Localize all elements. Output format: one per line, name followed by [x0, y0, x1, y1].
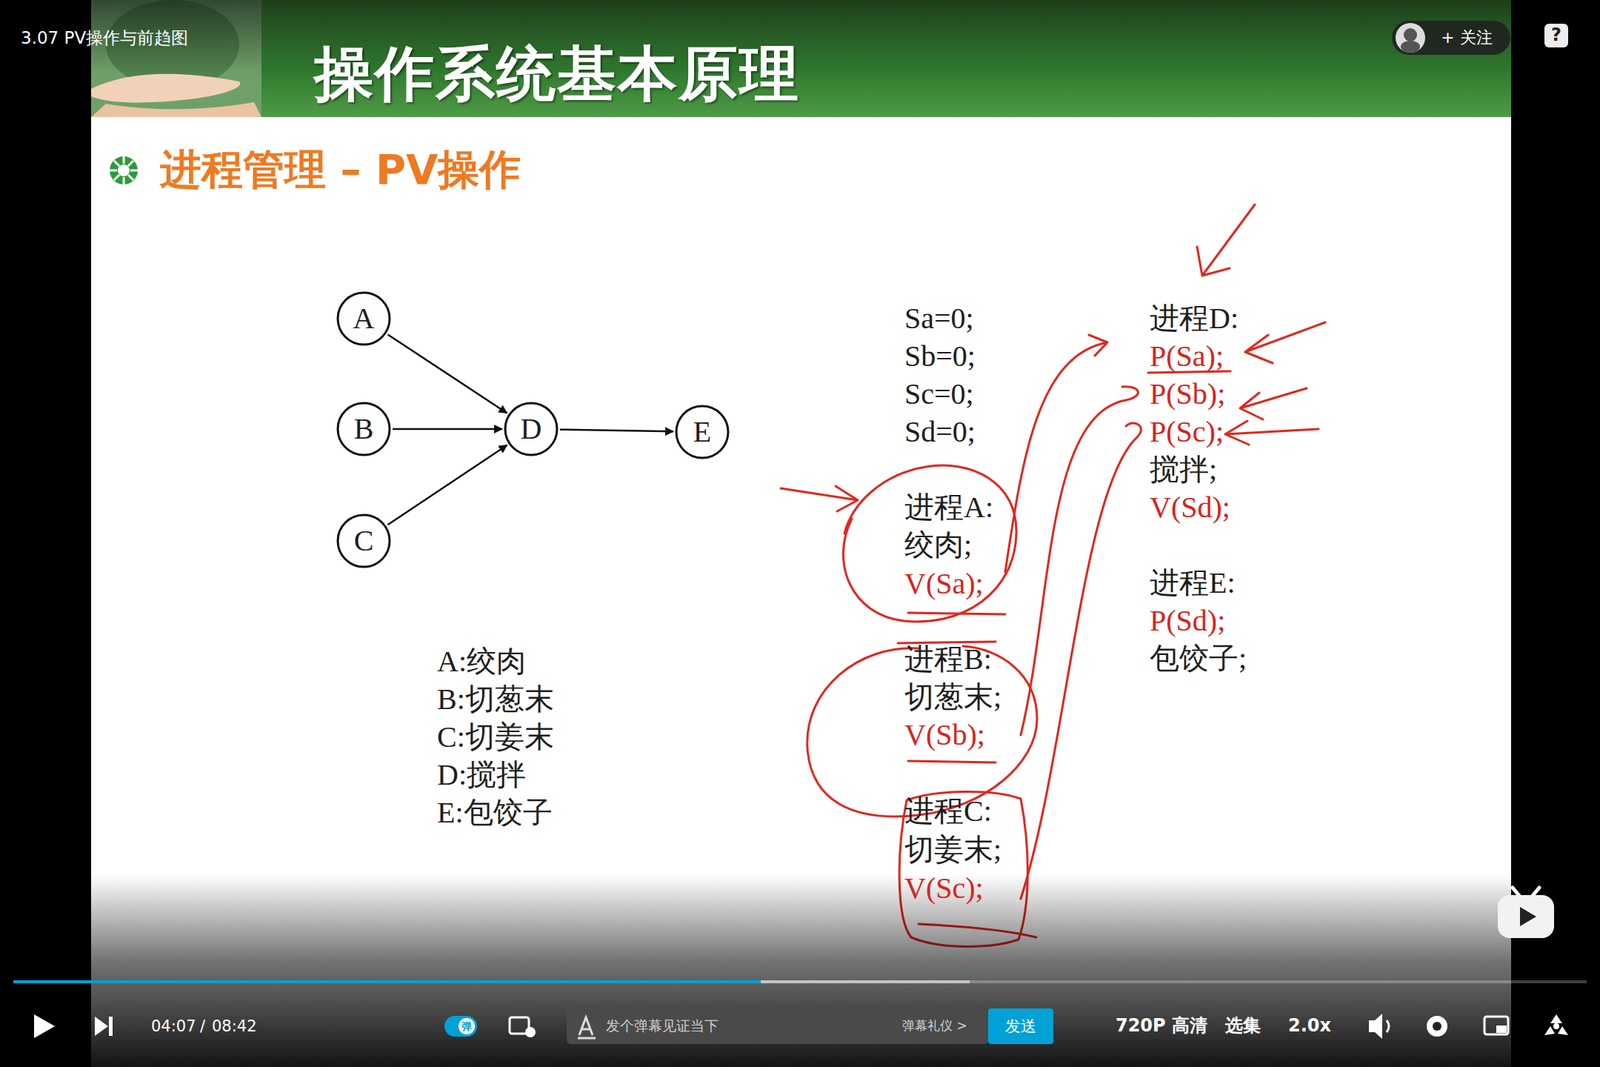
node-letter: E [693, 415, 712, 449]
v-operation: V(Sa); [904, 566, 984, 601]
process-step: 绞肉; [904, 528, 972, 563]
process-name: 进程E: [1149, 565, 1236, 600]
time-separator: / [200, 1017, 206, 1035]
process-circle: B [336, 401, 392, 457]
process-circle: A [336, 291, 392, 346]
help-icon: ? [1551, 25, 1562, 46]
v-operation: V(Sb); [904, 717, 986, 752]
legend-line: A:绞肉 [437, 644, 526, 679]
follow-button: + 关注 [1440, 28, 1492, 47]
node-letter: C [354, 524, 375, 558]
node-letter: B [354, 412, 375, 446]
top-shade [0, 0, 1600, 75]
heading-icon [107, 154, 140, 187]
process-name: 进程A: [904, 490, 994, 525]
progress-bar [0, 978, 1600, 985]
precedence-arrow [560, 429, 674, 432]
danmaku-placeholder: 发个弹幕见证当下 [605, 1017, 719, 1035]
process-name: 进程C: [904, 794, 992, 829]
slide-heading: 进程管理 – PV操作 [160, 145, 521, 194]
quality-button: 720P 高清 [1115, 1015, 1208, 1037]
node-letter: D [520, 412, 543, 446]
p-operation: P(Sb); [1149, 377, 1226, 412]
legend-line: C:切姜末 [437, 720, 555, 755]
process-name: 进程B: [904, 642, 992, 677]
process-circle: C [336, 513, 392, 569]
process-name: 进程D: [1149, 301, 1239, 336]
process-step: 搅拌; [1149, 452, 1218, 487]
precedence-arrow [388, 334, 508, 413]
precedence-arrow [387, 445, 507, 526]
precedence-arrow [392, 428, 503, 431]
legend-line: D:搅拌 [437, 757, 526, 792]
v-operation: V(Sc); [904, 871, 984, 906]
v-operation: V(Sd); [1149, 490, 1231, 525]
p-operation: P(Sc); [1149, 414, 1224, 449]
process-step: 切姜末; [904, 832, 1002, 867]
legend-line: E:包饺子 [437, 795, 553, 830]
semaphore-init: Sa=0; [904, 301, 975, 336]
process-circle: D [503, 401, 559, 457]
semaphore-init: Sc=0; [904, 377, 975, 412]
process-circle: E [674, 404, 730, 460]
danmaku-toggle: 弹 [461, 1020, 472, 1032]
total-time: 08:42 [211, 1017, 258, 1035]
semaphore-init: Sb=0; [904, 339, 976, 374]
speed-button: 2.0x [1288, 1015, 1332, 1037]
legend-line: B:切葱末 [437, 682, 555, 717]
video-title: 3.07 PV操作与前趋图 [20, 28, 189, 48]
semaphore-init: Sd=0; [904, 414, 976, 449]
node-letter: A [353, 302, 375, 335]
process-step: 包饺子; [1149, 641, 1247, 676]
current-time: 04:07 [151, 1017, 197, 1035]
banner-title: 操作系统基本原理 [314, 40, 800, 109]
send-button: 发送 [1005, 1017, 1037, 1035]
tv-icon [1494, 881, 1558, 944]
episodes-button: 选集 [1225, 1015, 1261, 1037]
p-operation: P(Sa); [1149, 339, 1224, 374]
process-step: 切葱末; [904, 680, 1002, 715]
danmaku-etiquette: 弹幕礼仪 > [902, 1018, 968, 1034]
p-operation: P(Sd); [1149, 603, 1226, 638]
